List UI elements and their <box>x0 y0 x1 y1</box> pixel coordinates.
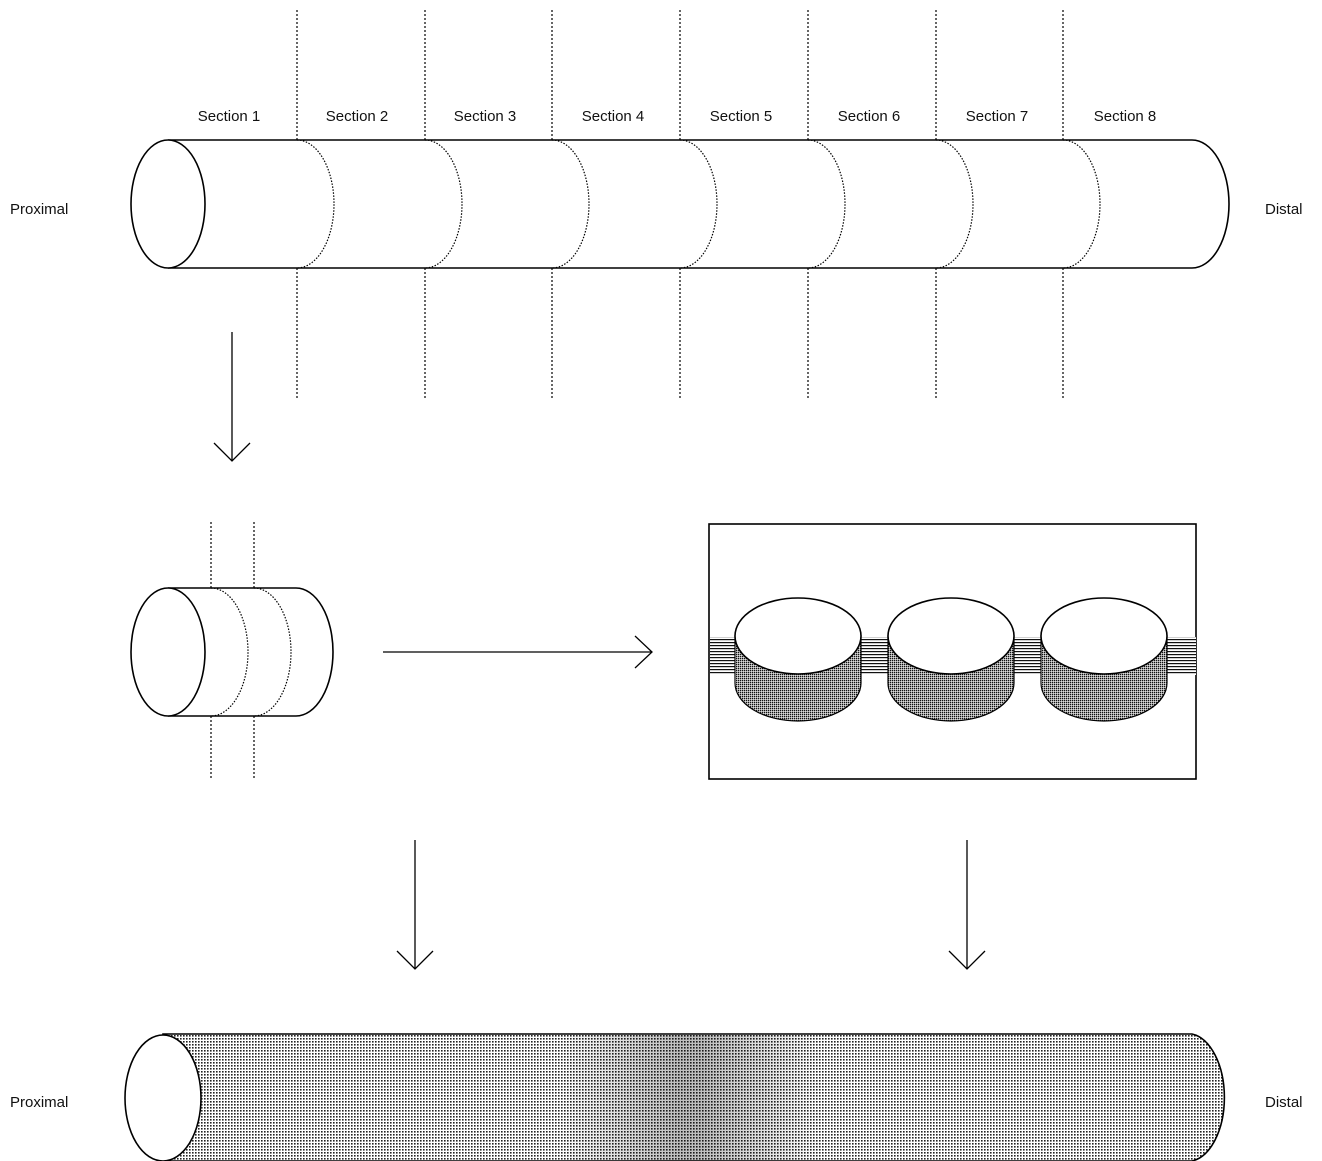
tissue-slice <box>887 597 1015 722</box>
arrow-down-icon <box>396 840 434 970</box>
arrows <box>213 332 986 970</box>
arrow-down-icon <box>213 332 251 462</box>
reconstructed-vessel: Proximal Distal <box>10 1033 1303 1161</box>
segment-cylinder <box>130 522 334 780</box>
dense-band <box>560 1035 820 1161</box>
section-label: Section 1 <box>198 108 261 125</box>
section-arcs <box>296 139 1101 269</box>
vessel-body <box>168 139 1230 269</box>
tissue-slice <box>1040 597 1168 722</box>
section-label: Section 4 <box>582 108 645 125</box>
section-label: Section 3 <box>454 108 517 125</box>
distal-label: Distal <box>1265 201 1303 218</box>
segment-end-cap <box>130 587 206 717</box>
section-label: Section 5 <box>710 108 773 125</box>
section-label: Section 7 <box>966 108 1029 125</box>
proximal-label: Proximal <box>10 1094 68 1111</box>
tissue-slice <box>734 597 862 722</box>
arrow-down-icon <box>948 840 986 970</box>
slices-panel <box>708 523 1197 780</box>
section-boundaries <box>296 10 1064 398</box>
arrow-right-icon <box>383 635 653 669</box>
reconstructed-end-cap <box>124 1034 202 1161</box>
segment-body <box>168 587 334 717</box>
section-label: Section 6 <box>838 108 901 125</box>
section-label: Section 8 <box>1094 108 1157 125</box>
vessel-end-cap <box>130 139 206 269</box>
distal-label: Distal <box>1265 1094 1303 1111</box>
section-label: Section 2 <box>326 108 389 125</box>
segment-cut-lines <box>210 522 255 780</box>
top-vessel: Section 1 Section 2 Section 3 Section 4 … <box>10 10 1303 398</box>
proximal-label: Proximal <box>10 201 68 218</box>
